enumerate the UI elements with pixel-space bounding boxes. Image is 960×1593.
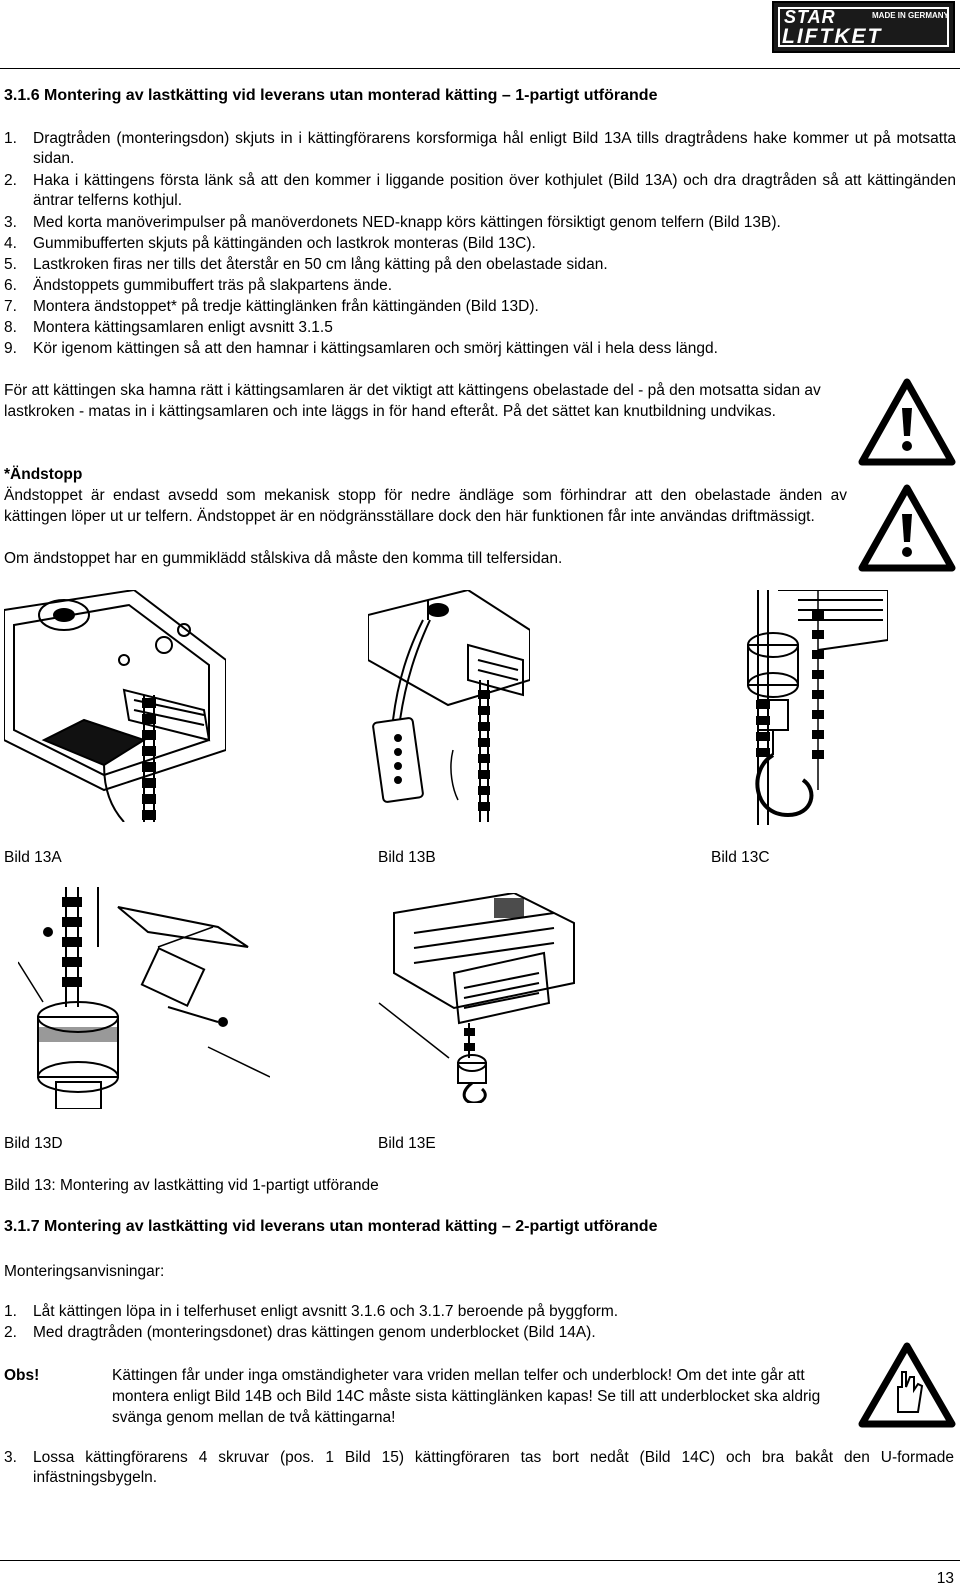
list-item: 2.Med dragtråden (monteringsdonet) dras … [4, 1324, 596, 1341]
list-item: 7.Montera ändstoppet* på tredje kättingl… [4, 298, 539, 315]
hand-warning-triangle-icon [858, 1342, 956, 1428]
list-item: 3.Med korta manöverimpulser på manöverdo… [4, 214, 781, 231]
obs-text: Kättingen får under inga omständigheter … [112, 1367, 821, 1426]
footer-divider [0, 1560, 960, 1561]
figure-13b-illustration [368, 590, 530, 822]
figure-label-13e: Bild 13E [378, 1135, 436, 1152]
endstop-text: Ändstoppet är endast avsedd som mekanisk… [4, 487, 847, 525]
list-item: 8.Montera kättingsamlaren enligt avsnitt… [4, 319, 333, 336]
obs-label: Obs! [4, 1367, 40, 1384]
list-item: 1.Låt kättingen löpa in i telferhuset en… [4, 1303, 619, 1320]
list-item: 5.Lastkroken firas ner tills det återstå… [4, 256, 608, 273]
figure-label-13a: Bild 13A [4, 849, 62, 866]
instructions-intro: Monteringsanvisningar: [4, 1263, 165, 1280]
figure-caption-13: Bild 13: Montering av lastkätting vid 1-… [4, 1177, 379, 1194]
logo-line1: STAR [784, 7, 836, 27]
figure-13a-illustration [4, 590, 226, 822]
list-item: 9.Kör igenom kättingen så att den hamnar… [4, 340, 718, 357]
collector-paragraph: För att kättingen ska hamna rätt i kätti… [4, 382, 821, 420]
figure-label-13b: Bild 13B [378, 849, 436, 866]
section-heading-316: 3.1.6 Montering av lastkätting vid lever… [4, 87, 658, 104]
list-item: 6.Ändstoppets gummibuffert träs på slakp… [4, 277, 393, 294]
header-divider [0, 68, 960, 69]
figure-label-13d: Bild 13D [4, 1135, 63, 1152]
endstop-text-2: Om ändstoppet har en gummiklädd stålskiv… [4, 550, 563, 567]
logo-line2: LIFTKET [782, 25, 883, 48]
section-heading-317: 3.1.7 Montering av lastkätting vid lever… [4, 1218, 658, 1235]
endstop-title: *Ändstopp [4, 466, 83, 483]
figure-label-13c: Bild 13C [711, 849, 770, 866]
list-item: 2.Haka i kättingens första länk så att d… [4, 172, 956, 209]
figure-13d-illustration [18, 887, 270, 1109]
list-item: 3.Lossa kättingförarens 4 skruvar (pos. … [4, 1449, 954, 1486]
page-number: 13 [936, 1570, 954, 1587]
warning-triangle-icon [858, 378, 956, 466]
warning-triangle-icon [858, 484, 956, 572]
logo-tagline: MADE IN GERMANY [872, 11, 949, 20]
figure-13c-illustration [747, 590, 888, 825]
brand-logo: STAR LIFTKET MADE IN GERMANY [772, 1, 955, 53]
list-item: 4.Gummibufferten skjuts på kättingänden … [4, 235, 536, 252]
figure-13e-illustration [378, 893, 575, 1103]
list-item: 1.Dragtråden (monteringsdon) skjuts in i… [4, 130, 956, 167]
